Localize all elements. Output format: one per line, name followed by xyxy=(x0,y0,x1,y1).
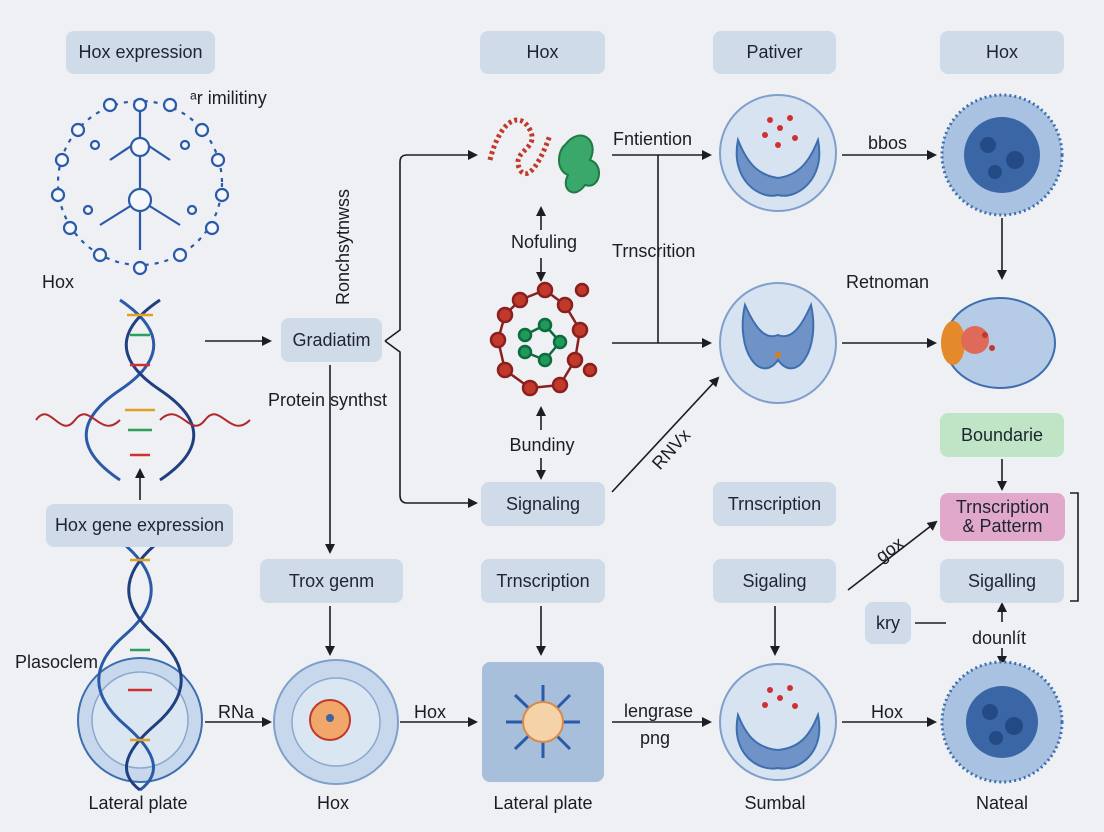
label-lateral-plate-2: Lateral plate xyxy=(493,793,593,813)
box-sigaling: Sigaling xyxy=(713,559,836,603)
label-hox-arrow-2: Hox xyxy=(871,702,904,722)
embryo-cell-mid-icon xyxy=(719,282,837,404)
embryo-cell-top-icon xyxy=(719,94,837,212)
label-nofuling: Nofuling xyxy=(510,232,578,252)
dna-helix-upper-icon xyxy=(35,298,251,482)
label-hox-side: Hox xyxy=(42,272,75,292)
box-hox-expression: Hox expression xyxy=(66,31,215,74)
box-pativer: Pativer xyxy=(713,31,836,74)
label-png: png xyxy=(640,728,671,748)
hox-bottom-cell-icon xyxy=(273,659,399,785)
label-fntiention: Fntiention xyxy=(613,129,693,149)
box-boundarie: Boundarie xyxy=(940,413,1064,457)
hox-cell-top-icon xyxy=(940,93,1064,217)
box-hox-top-2: Hox xyxy=(940,31,1064,74)
label-rna: RNa xyxy=(218,702,255,722)
sumbal-cell-icon xyxy=(719,663,837,781)
label-lateral-plate-1: Lateral plate xyxy=(88,793,188,813)
trnscription-pattern-line-1: Trnscription xyxy=(955,497,1050,518)
label-retnoman: Retnoman xyxy=(846,272,930,292)
label-trnscrition: Trnscrition xyxy=(612,241,696,261)
molecule-graph-icon xyxy=(489,281,598,397)
label-hox-arrow-1: Hox xyxy=(414,702,447,722)
box-trnscription-right: Trnscription xyxy=(713,482,836,526)
dna-cell-icon xyxy=(77,543,203,792)
label-bbos: bbos xyxy=(868,133,908,153)
box-trnscription-pattern: Trnscription & Patterm xyxy=(940,493,1065,541)
protein-fold-icon xyxy=(558,134,600,194)
trnscription-pattern-line-2: & Patterm xyxy=(962,516,1043,536)
protein-strand-icon xyxy=(487,117,553,176)
label-plasoclem: Plasoclem xyxy=(15,652,99,672)
nateal-cell-icon xyxy=(940,660,1064,784)
box-hox-gene-expression: Hox gene expression xyxy=(46,504,233,547)
box-signaling: Signaling xyxy=(481,482,605,526)
box-kry: kry xyxy=(865,602,911,644)
arrow-rnvx xyxy=(611,376,720,493)
label-nateal: Nateal xyxy=(975,793,1029,813)
label-arimilitiny: ᵃr imilitiny xyxy=(190,88,267,108)
label-bundiny: Bundiny xyxy=(509,435,575,455)
brace-right xyxy=(1070,492,1079,602)
molecular-network-icon xyxy=(50,97,230,276)
brace-gradiatim-down xyxy=(384,340,478,508)
box-trox-genm: Trox genm xyxy=(260,559,403,603)
box-trnscription-mid: Trnscription xyxy=(481,559,605,603)
box-hox-top-1: Hox xyxy=(480,31,605,74)
box-sigalling: Sigalling xyxy=(940,559,1064,603)
retnoman-cell-icon xyxy=(941,297,1056,389)
brace-gradiatim xyxy=(384,150,478,342)
label-hox-bottom: Hox xyxy=(316,793,350,813)
label-protein-synthst: Protein synthst xyxy=(268,390,388,410)
label-lengrase: lengrase xyxy=(624,701,694,721)
label-dounlit: dounlít xyxy=(972,628,1027,648)
box-gradiatim: Gradiatim xyxy=(281,318,382,362)
lateral-plate-cell-icon xyxy=(482,662,604,782)
label-ronchsytnwss: Ronchsytnwss xyxy=(333,188,353,305)
label-sumbal: Sumbal xyxy=(744,793,806,813)
arrow-gox xyxy=(847,520,938,591)
